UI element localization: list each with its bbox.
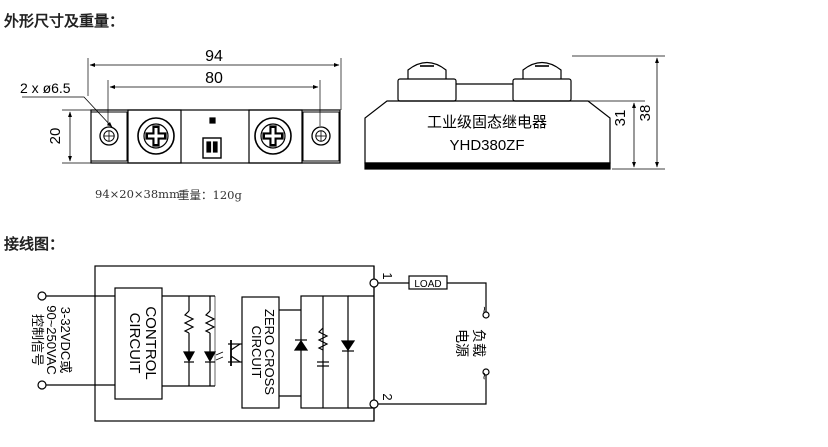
dimensions-heading: 外形尺寸及重量：: [4, 12, 125, 30]
dim-80-label: 80: [205, 70, 223, 87]
side-screw-right: [512, 61, 572, 102]
terminal-block-right: [248, 109, 303, 164]
load-label: LOAD: [414, 279, 441, 290]
diode-icon-1: [182, 351, 196, 363]
mounting-hole-left: [99, 126, 119, 146]
screw-icon-right: [254, 117, 292, 155]
side-screw-left: [397, 61, 457, 102]
triac-icon-left: [293, 339, 309, 351]
terminal-2-label: 2: [380, 393, 395, 400]
control-circuit-block: [114, 287, 163, 400]
wiring-heading: 接线图：: [4, 235, 65, 253]
dim-38-label: 38: [637, 105, 654, 122]
output-terminal-2: [369, 399, 379, 409]
terminal-block-left: [127, 109, 182, 164]
top-view: [22, 58, 342, 164]
side-view-base: [364, 162, 611, 170]
triac-icon-right: [340, 340, 356, 352]
resistor-icon-1: [183, 310, 195, 334]
supply-side-label: 电源: [454, 329, 470, 357]
zero-cross-label-1: ZERO CROSS: [262, 309, 277, 395]
terminal-1-label: 1: [380, 272, 395, 279]
holes-label: 2 x ø6.5: [20, 80, 71, 96]
side-view: [364, 55, 665, 170]
hole-leader: [22, 96, 113, 128]
control-input-label: 3-32VDC或: [58, 307, 73, 373]
load-side-label: 负载: [471, 329, 487, 357]
supply-terminal-top: [482, 311, 490, 319]
input-terminal-plus: [37, 291, 47, 301]
indicator-led: [209, 117, 216, 124]
weight-spec: 重量：120g: [178, 188, 242, 202]
size-spec: 94×20×38mm: [95, 187, 180, 201]
control-block-label-1: CONTROL: [142, 306, 159, 379]
signal-socket: [202, 137, 222, 159]
model-label: YHD380ZF: [449, 137, 524, 154]
tilde-bottom: ~: [477, 372, 492, 380]
wiring-diagram: [37, 265, 490, 422]
tilde-top: ~: [477, 306, 492, 314]
dim-94-label: 94: [205, 48, 223, 65]
control-signal-label: 控制信号: [30, 314, 45, 366]
mounting-hole-right: [311, 126, 331, 146]
control-block-label-2: CIRCUIT: [126, 313, 143, 374]
control-input-label-2: 90~250VAC: [44, 305, 59, 375]
zero-cross-label-2: CIRCUIT: [249, 326, 264, 379]
output-terminal-1: [369, 278, 379, 288]
resistor-icon-2: [204, 310, 216, 334]
input-terminal-minus: [37, 380, 47, 390]
led-icon: [203, 351, 217, 363]
resistor-capacitor-icon: [317, 327, 329, 367]
left-flange: [90, 111, 128, 162]
dim-31-label: 31: [612, 110, 629, 127]
screw-icon-left: [137, 117, 175, 155]
zero-cross-block: [241, 296, 280, 409]
dim-20-label: 20: [47, 128, 64, 145]
triac-block: [300, 295, 349, 409]
product-label: 工业级固态继电器: [427, 114, 547, 131]
right-flange: [302, 111, 340, 162]
optocoupler-icon: [214, 296, 242, 386]
